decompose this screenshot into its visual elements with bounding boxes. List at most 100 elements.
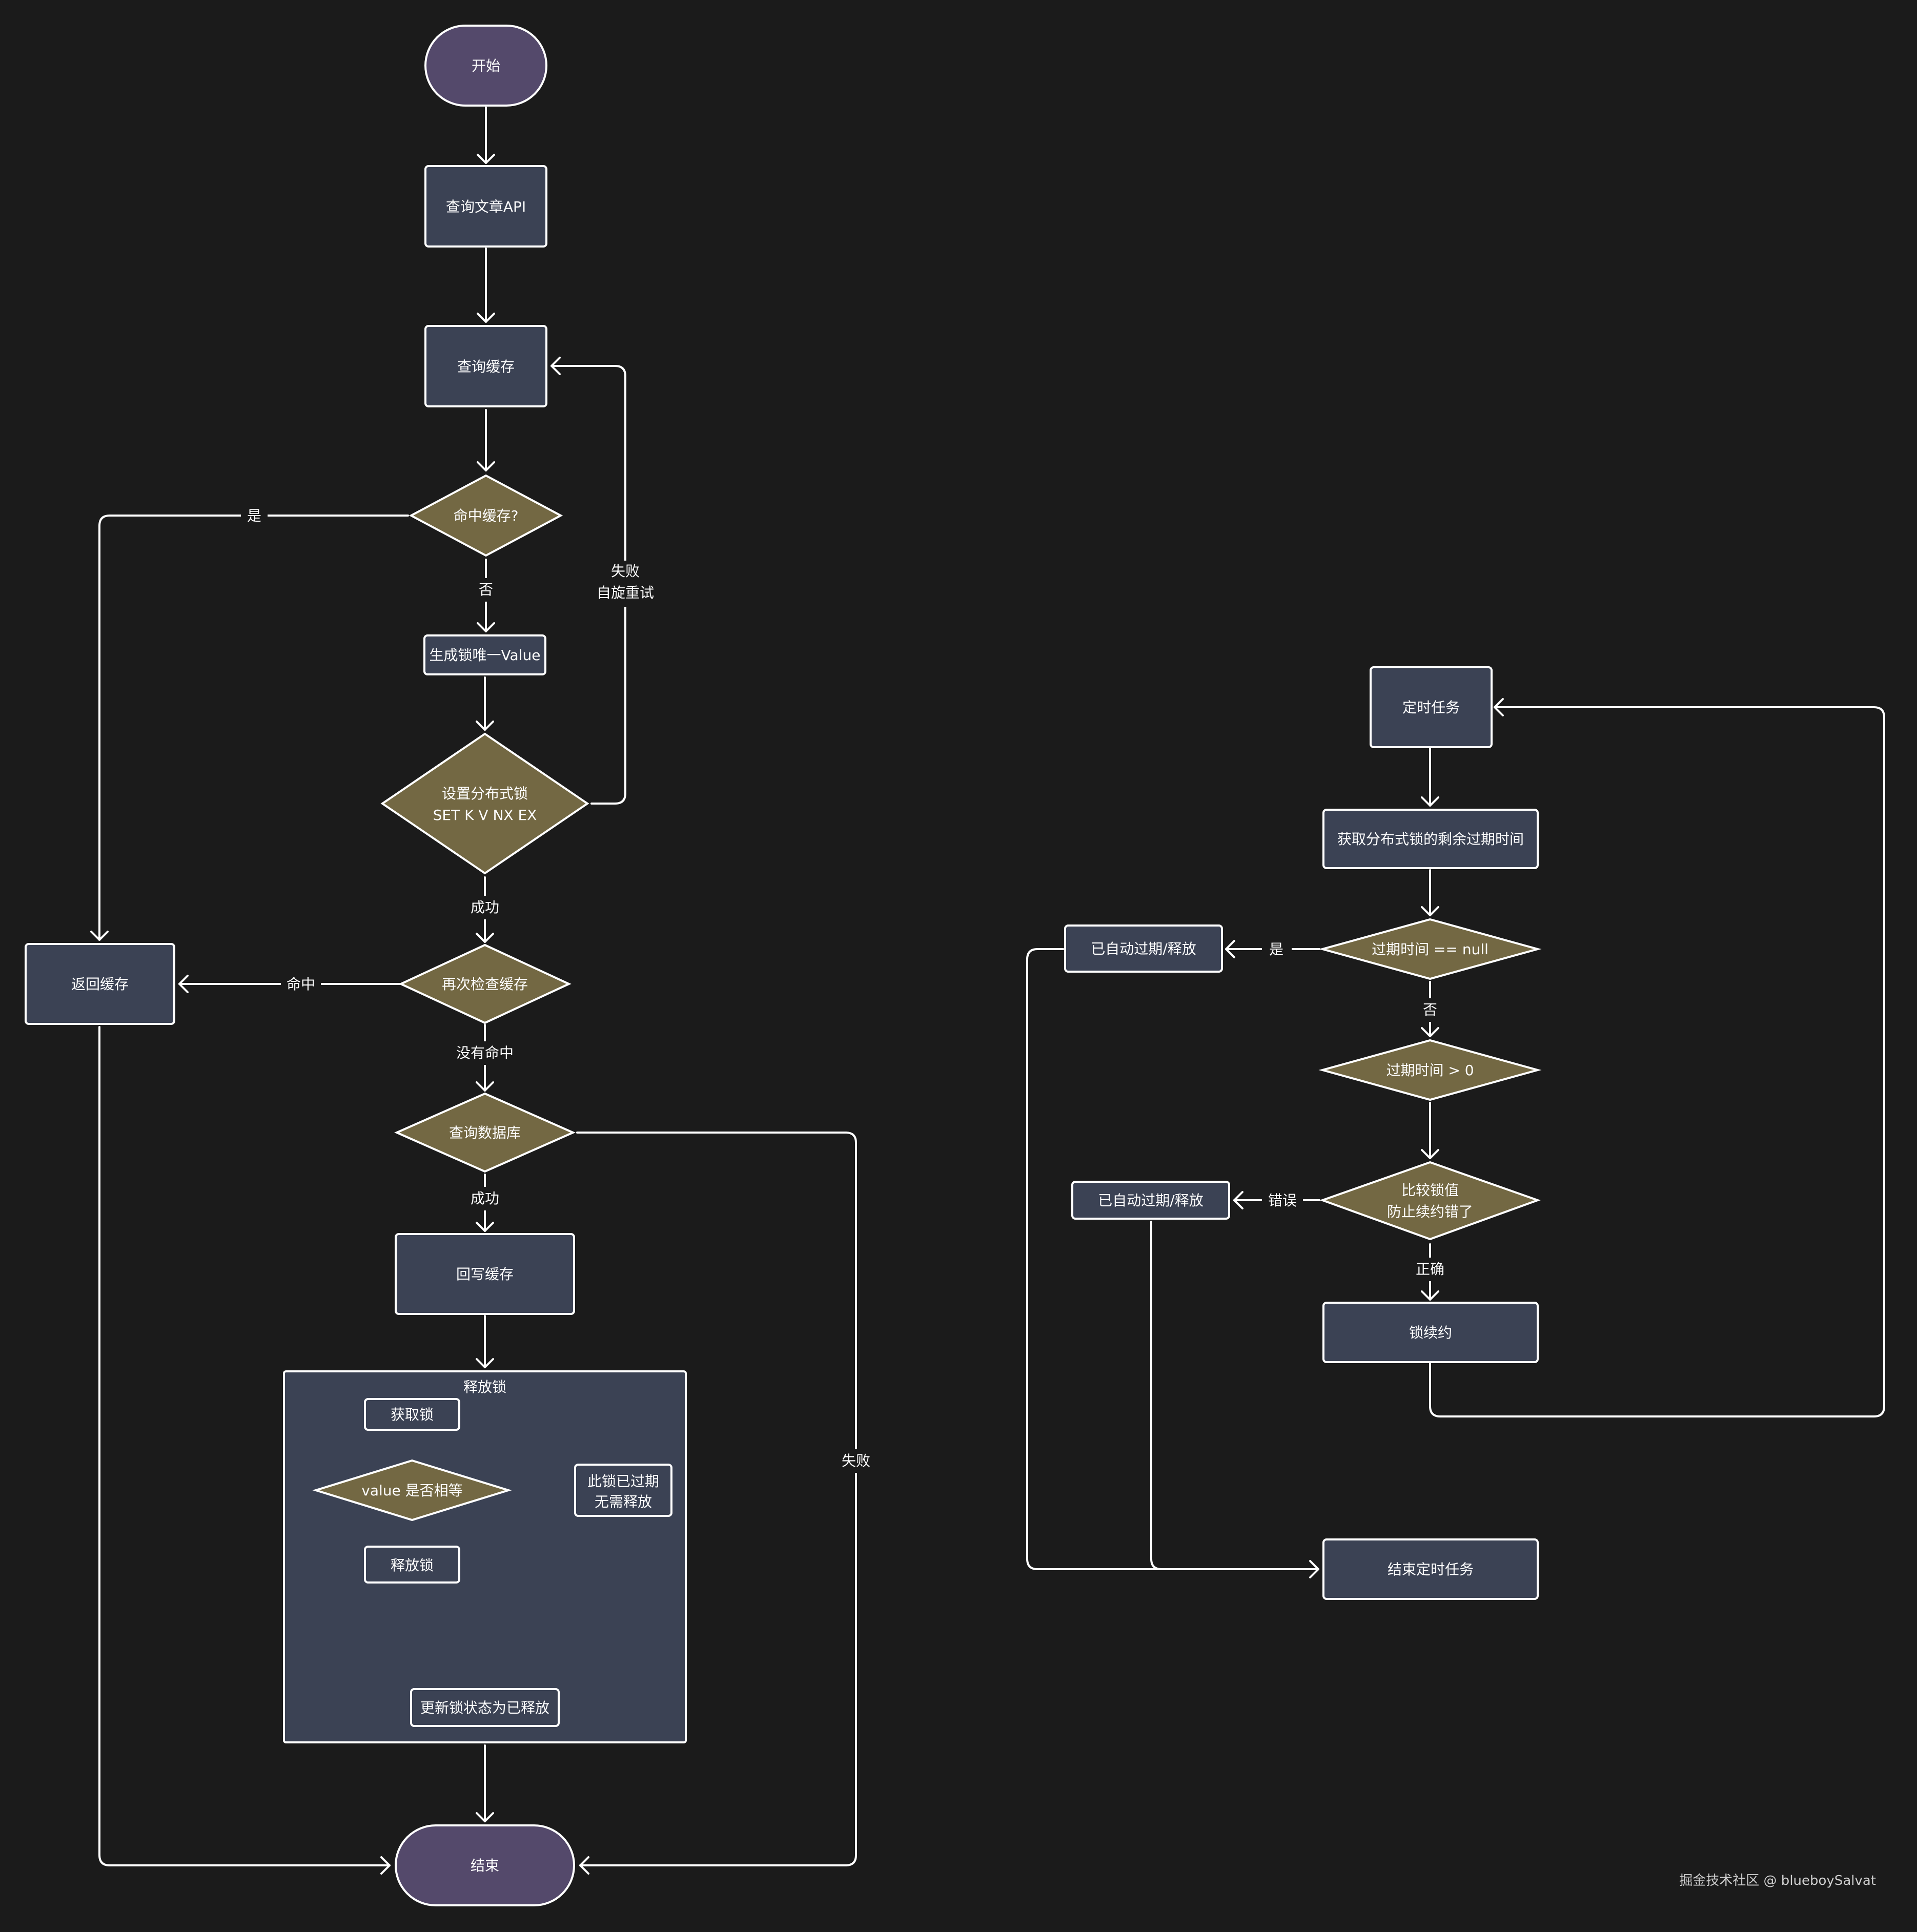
arrowhead: [476, 1812, 494, 1822]
recheck-cache-decision: [398, 943, 572, 1024]
arrowhead: [477, 461, 495, 471]
label-hit-again: 命中: [287, 976, 315, 993]
return-cache-label: 返回缓存: [71, 976, 129, 993]
value-equal-label: value 是否相等: [361, 1482, 462, 1499]
auto-expired-node-1: [1064, 924, 1223, 973]
label-no-hit-again: 没有命中: [456, 1044, 514, 1061]
ttl-gt-zero-decision: [1318, 1039, 1542, 1101]
end-label: 结束: [471, 1857, 499, 1874]
label-right: 正确: [1416, 1261, 1444, 1278]
update-status-label: 更新锁状态为已释放: [420, 1699, 549, 1716]
recheck-cache-label: 再次检查缓存: [442, 976, 528, 993]
label-success-db: 成功: [471, 1190, 499, 1207]
ttl-null-decision: [1318, 918, 1542, 980]
edge-hit-yes: [98, 515, 409, 941]
gen-value-node: [423, 634, 546, 675]
edge-expired2-end: [1150, 1221, 1163, 1570]
set-lock-decision: [380, 732, 589, 875]
get-ttl-node: [1322, 809, 1539, 869]
arrowhead: [90, 931, 109, 941]
end-timer-node: [1322, 1538, 1539, 1600]
arrowhead: [1421, 796, 1439, 807]
set-lock-label-1: 设置分布式锁: [442, 785, 528, 802]
label-no-hit: 否: [479, 581, 493, 598]
expired-label-1: 此锁已过期: [587, 1473, 659, 1490]
arrowhead: [178, 975, 189, 993]
arrowhead: [477, 154, 495, 164]
expired-label-2: 无需释放: [595, 1493, 652, 1510]
arrowhead: [477, 622, 495, 632]
label-success-lock: 成功: [471, 899, 499, 916]
arrowhead: [1309, 1560, 1319, 1578]
arrowhead: [550, 357, 561, 375]
edge-labels: 是 否 失败 自旋重试 成功 命中 没有命中 成功 失败 是 否 错误 正确: [241, 505, 1451, 1473]
arrowhead: [476, 1081, 494, 1092]
label-yes-null: 是: [1269, 941, 1283, 958]
write-cache-node: [395, 1233, 575, 1315]
auto-expired-node-2: [1071, 1181, 1230, 1220]
auto-expired-label-2: 已自动过期/释放: [1098, 1192, 1203, 1209]
expired-node: [574, 1464, 672, 1517]
value-equal-decision: [312, 1459, 512, 1522]
query-cache-node: [424, 325, 547, 407]
arrowhead: [1421, 1027, 1439, 1037]
write-cache-label: 回写缓存: [456, 1266, 514, 1283]
get-lock-label: 获取锁: [391, 1406, 434, 1423]
arrowhead: [476, 933, 494, 943]
release-lock-group: [283, 1370, 687, 1743]
return-cache-node: [25, 943, 175, 1025]
start-node: [424, 25, 547, 107]
label-wrong: 错误: [1268, 1192, 1297, 1209]
query-cache-label: 查询缓存: [457, 358, 515, 375]
arrowhead: [1421, 906, 1439, 916]
release-lock-node: [364, 1546, 460, 1584]
label-fail-retry-1: 失败: [611, 563, 640, 580]
label-yes-hit: 是: [247, 507, 261, 524]
update-status-node: [410, 1688, 560, 1727]
arrowhead: [1421, 1149, 1439, 1159]
query-db-decision: [394, 1092, 576, 1173]
label-fail-retry-2: 自旋重试: [597, 584, 654, 601]
end-timer-label: 结束定时任务: [1388, 1561, 1474, 1578]
renew-node: [1322, 1302, 1539, 1363]
gen-value-label: 生成锁唯一Value: [430, 647, 541, 664]
hit-cache-label: 命中缓存?: [454, 507, 519, 524]
label-no-null: 否: [1423, 1001, 1437, 1018]
edge-db-fail: [576, 1132, 857, 1866]
compare-decision: [1319, 1161, 1541, 1241]
arrowhead: [579, 1856, 589, 1875]
nodes: 开始 查询文章API 查询缓存 命中缓存? 生成锁唯一Value 设置分布式锁 …: [25, 25, 1542, 1906]
query-db-label: 查询数据库: [449, 1124, 521, 1141]
timer-task-node: [1370, 666, 1493, 748]
arrowhead: [476, 721, 494, 731]
edge-return-end: [98, 1026, 391, 1866]
arrowhead: [476, 1222, 494, 1232]
arrowhead: [477, 313, 495, 323]
timer-task-label: 定时任务: [1402, 699, 1460, 716]
end-node: [395, 1824, 575, 1906]
query-api-label: 查询文章API: [446, 198, 526, 215]
get-lock-node: [364, 1398, 460, 1431]
arrowhead: [1494, 698, 1504, 716]
arrowhead: [476, 1358, 494, 1368]
edge-expired1-end: [1026, 948, 1319, 1570]
ttl-gt-zero-label: 过期时间 > 0: [1386, 1062, 1474, 1079]
ttl-null-label: 过期时间 == null: [1372, 941, 1488, 958]
renew-label: 锁续约: [1409, 1324, 1452, 1341]
watermark: 掘金技术社区 @ blueboySalvat: [1679, 1873, 1876, 1888]
release-lock-label: 释放锁: [391, 1557, 434, 1574]
auto-expired-label-1: 已自动过期/释放: [1091, 940, 1196, 957]
hit-cache-decision: [409, 474, 563, 557]
arrowhead: [1233, 1191, 1243, 1209]
arrowhead: [1421, 1290, 1439, 1301]
release-group-label: 释放锁: [463, 1379, 506, 1395]
set-lock-label-2: SET K V NX EX: [433, 807, 537, 824]
edge-renew-loop: [1429, 706, 1885, 1417]
label-fail-db: 失败: [842, 1452, 870, 1469]
query-api-node: [424, 165, 547, 248]
get-ttl-label: 获取分布式锁的剩余过期时间: [1337, 831, 1524, 848]
arrowhead: [380, 1856, 391, 1875]
arrowhead: [1225, 940, 1235, 958]
compare-label-2: 防止续约错了: [1387, 1203, 1473, 1220]
